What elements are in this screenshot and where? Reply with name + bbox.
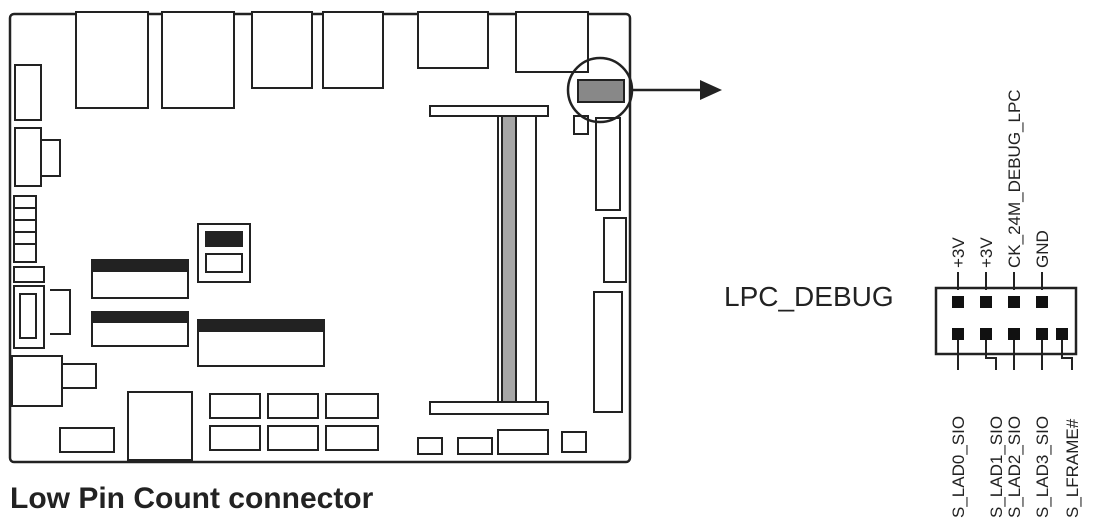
header-name: LPC_DEBUG	[724, 281, 894, 312]
pin-bottom-4	[1036, 328, 1048, 340]
bottom-pin-leaders	[957, 340, 1073, 370]
rear-io-ports	[75, 11, 589, 109]
bottom-pin-label-1: S_LAD0_SIO	[949, 416, 968, 518]
pin-bottom-3	[1008, 328, 1020, 340]
top-pin-label-4: GND	[1033, 230, 1052, 268]
caption: Low Pin Count connector	[10, 482, 374, 515]
left-edge-components	[11, 64, 97, 407]
top-pin-label-3: CK_24M_DEBUG_LPC	[1005, 89, 1024, 268]
internal-headers	[91, 259, 325, 367]
callout-arrow	[632, 80, 722, 100]
top-pin-label-2: +3V	[977, 237, 996, 268]
top-pin-label-1: +3V	[949, 237, 968, 268]
pin-bottom-5	[1056, 328, 1068, 340]
top-pin-labels: +3V +3V CK_24M_DEBUG_LPC GND	[949, 89, 1052, 268]
pin-bottom-2	[980, 328, 992, 340]
pin-top-3	[1008, 296, 1020, 308]
pin-top-1	[952, 296, 964, 308]
motherboard-outline	[8, 12, 632, 464]
bottom-pin-labels: S_LAD0_SIO S_LAD1_SIO S_LAD2_SIO S_LAD3_…	[949, 416, 1082, 518]
bottom-pin-label-3: S_LAD2_SIO	[1005, 416, 1024, 518]
pin-bottom-1	[952, 328, 964, 340]
right-column-components	[573, 115, 627, 413]
bottom-row-blocks	[59, 391, 587, 461]
pin-header-pins	[952, 296, 1068, 340]
pin-top-2	[980, 296, 992, 308]
memory-slot	[429, 105, 549, 415]
bottom-pin-label-2: S_LAD1_SIO	[987, 416, 1006, 518]
top-pin-leaders	[957, 272, 1043, 290]
bottom-pin-label-4: S_LAD3_SIO	[1033, 416, 1052, 518]
bottom-pin-label-5: S_LFRAME#	[1063, 418, 1082, 518]
sata-connector	[197, 223, 251, 283]
pin-top-4	[1036, 296, 1048, 308]
